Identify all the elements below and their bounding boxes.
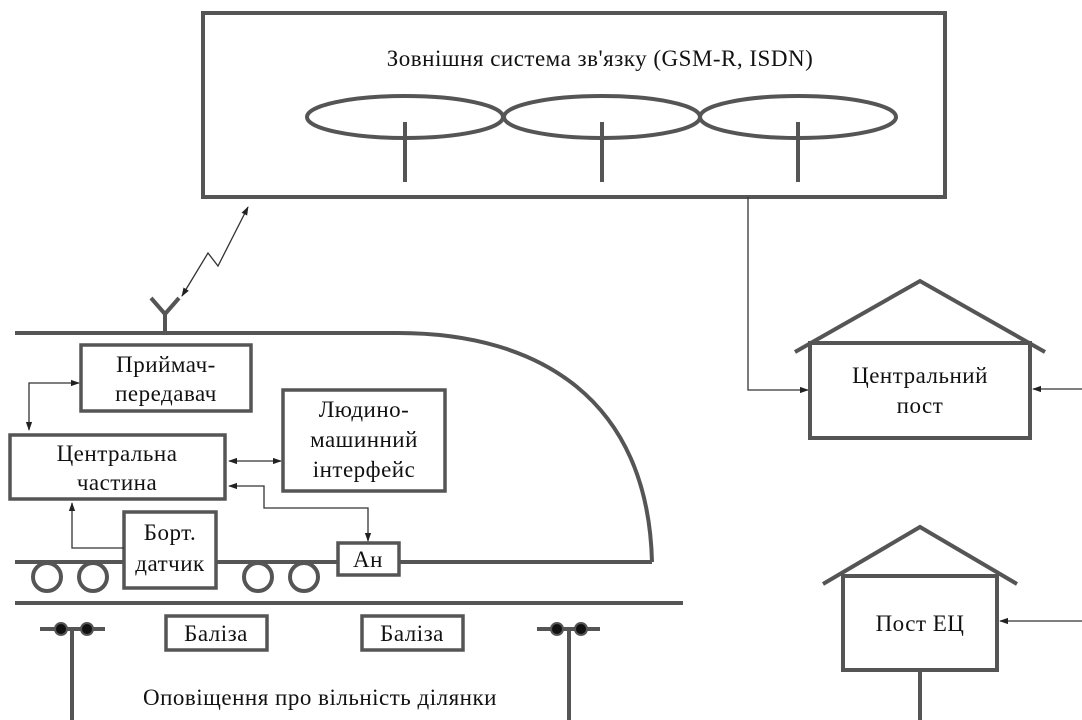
external-comm-system-title: Зовнішня система зв'язку (GSM-R, ISDN) xyxy=(387,46,813,71)
balise-1-label: Баліза xyxy=(184,621,248,646)
wheel-icon xyxy=(77,561,109,593)
ei-post xyxy=(821,524,1019,672)
hmi-label-2: машинний xyxy=(310,427,418,452)
radio-link-zigzag xyxy=(181,206,249,297)
balise-2-label: Баліза xyxy=(380,621,444,646)
onboard-sensor-box xyxy=(122,510,218,590)
ei-post-roof xyxy=(821,524,1019,586)
train-wheels xyxy=(31,561,320,593)
balise-1-box xyxy=(164,614,269,652)
central-unit-label-2: частина xyxy=(77,470,157,495)
central-post-label-2: пост xyxy=(897,393,944,418)
radio-cells xyxy=(305,94,898,182)
hmi-label-1: Людино- xyxy=(319,397,410,422)
antenna-label: Ан xyxy=(353,547,383,572)
notification-label: Оповіщення про вільність ділянки xyxy=(143,685,497,710)
ei-post-label: Пост ЕЦ xyxy=(876,611,965,636)
central-post-roof xyxy=(794,278,1046,354)
wheel-icon xyxy=(31,561,63,593)
hmi-label-3: інтерфейс xyxy=(313,457,416,482)
central-post-box xyxy=(808,341,1032,440)
wheel-icon xyxy=(288,561,320,593)
track-circuit-left-icon xyxy=(40,622,105,720)
central-unit-label-1: Центральна xyxy=(57,441,178,466)
balise-2-box xyxy=(360,614,465,652)
central-post-label-1: Центральний xyxy=(852,363,988,388)
onboard-sensor-label-2: датчик xyxy=(135,551,205,576)
external-comm-system-box xyxy=(201,11,947,199)
transceiver-label-2: передавач xyxy=(115,381,217,406)
train-antenna-icon xyxy=(149,296,181,333)
hmi-box xyxy=(281,388,447,493)
train-body-outline xyxy=(15,331,654,563)
wheel-icon xyxy=(242,561,274,593)
ei-post-box xyxy=(841,574,999,672)
transceiver-box xyxy=(79,343,253,413)
track-circuit-right-icon xyxy=(537,622,600,720)
antenna-box xyxy=(336,541,401,577)
transceiver-label-1: Приймач- xyxy=(116,352,216,377)
onboard-sensor-label-1: Борт. xyxy=(144,520,196,545)
link-external-to-central-post xyxy=(747,197,809,394)
central-unit-box xyxy=(8,433,227,501)
link-sensor-to-central xyxy=(68,502,124,549)
link-transceiver-central xyxy=(25,379,80,431)
link-central-antenna xyxy=(228,482,372,542)
central-post xyxy=(794,278,1046,440)
